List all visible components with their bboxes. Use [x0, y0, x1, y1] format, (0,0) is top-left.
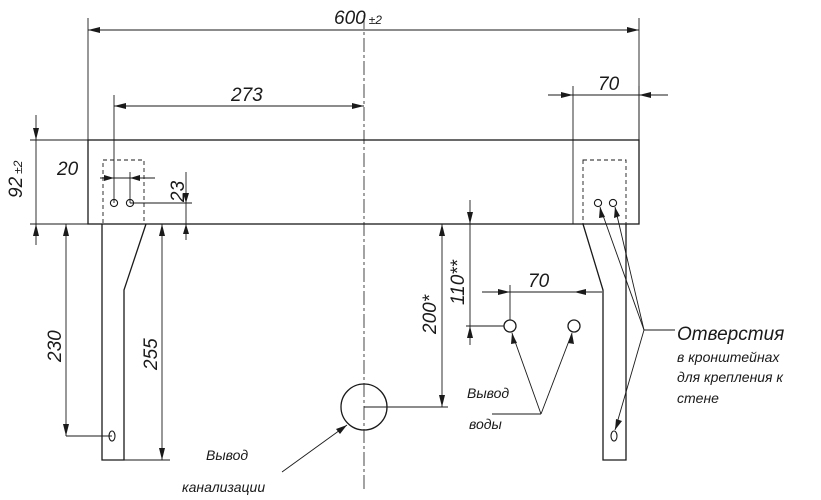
holes-label: Отверстия в кронштейнах для крепления к …: [599, 206, 784, 431]
holes-label-line2: в кронштейнах: [677, 349, 780, 365]
dim-hole-offset-x-value: 20: [56, 159, 79, 180]
dim-overall-width-value: 600: [334, 8, 366, 29]
countertop-body: [87, 139, 640, 225]
holes-label-line1: Отверстия: [677, 324, 784, 345]
dim-water-depth: 110**: [448, 200, 473, 345]
dim-overall-width-tol: ±2: [369, 13, 383, 27]
dim-overall-width: 600±2: [87, 8, 640, 140]
dim-bracket-length: 255: [124, 224, 170, 461]
right-bracket-hole-1: [593, 198, 603, 208]
drain-label: Вывод канализации: [182, 424, 348, 495]
dim-water-spacing-value: 70: [528, 271, 550, 292]
water-outlet-right: [567, 319, 581, 333]
water-label-line2: воды: [469, 416, 503, 432]
holes-label-line4: стене: [677, 390, 719, 406]
dim-hole-offset-x: 20: [56, 159, 155, 203]
dim-water-spacing: 70: [482, 271, 602, 320]
svg-text:92±2: 92±2: [6, 160, 27, 198]
dim-bracket-offset-value: 70: [598, 74, 620, 95]
dim-bracket-low-hole: 230: [45, 224, 112, 437]
dim-height: 92±2: [6, 115, 102, 245]
dim-hole-offset-y: 23: [130, 172, 192, 240]
dim-water-depth-value: 110**: [448, 259, 469, 305]
dim-bracket-length-value: 255: [141, 338, 162, 371]
dim-height-tol: ±2: [11, 160, 25, 174]
dim-height-value: 92: [6, 176, 27, 198]
right-bracket-outline: [582, 223, 627, 461]
drain-outlet: [340, 383, 448, 431]
water-outlets: [466, 319, 581, 333]
dim-bracket-low-hole-value: 230: [45, 330, 66, 363]
water-label-line1: Вывод: [467, 385, 509, 401]
right-bracket-hole-2: [608, 198, 618, 208]
left-bracket: [101, 159, 147, 461]
holes-label-line3: для крепления к: [677, 369, 784, 385]
dim-bracket-offset: 70: [548, 74, 668, 224]
dim-drain-depth: 200*: [420, 224, 445, 407]
right-bracket-mount-dashed: [582, 159, 627, 225]
left-bracket-outline: [101, 223, 147, 461]
dim-to-center: 273: [113, 85, 364, 203]
right-bracket-hole-low: [610, 430, 618, 442]
drain-label-line2: канализации: [182, 479, 265, 495]
dim-hole-offset-y-value: 23: [168, 180, 189, 203]
drain-label-line1: Вывод: [206, 447, 248, 463]
water-label: Вывод воды: [467, 332, 574, 432]
right-bracket: [582, 159, 627, 461]
left-bracket-mount-dashed: [102, 159, 145, 225]
dim-drain-depth-value: 200*: [420, 294, 441, 335]
water-outlet-left: [503, 319, 517, 333]
svg-text:600±2: 600±2: [334, 8, 382, 29]
dim-to-center-value: 273: [230, 85, 263, 106]
